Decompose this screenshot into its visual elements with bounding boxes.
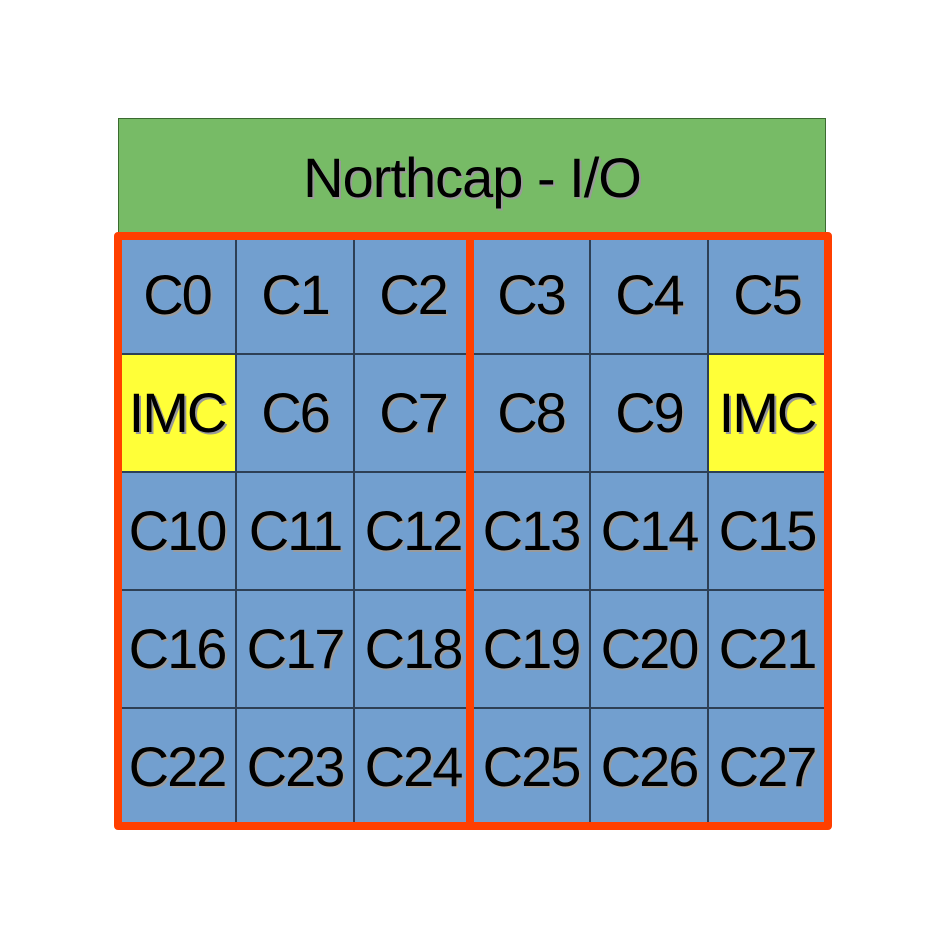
core-tile: C7: [354, 354, 472, 472]
imc-tile: IMC: [708, 354, 826, 472]
tile-label: C20: [600, 617, 700, 680]
core-tile: C26: [590, 708, 708, 826]
core-tile: C24: [354, 708, 472, 826]
core-tile: C25: [472, 708, 590, 826]
tile-label: C18: [364, 617, 464, 680]
core-tile: C22: [118, 708, 236, 826]
core-tile: C10: [118, 472, 236, 590]
core-tile: C0: [118, 236, 236, 354]
core-tile: C21: [708, 590, 826, 708]
core-tile: C13: [472, 472, 590, 590]
tile-label: C11: [248, 499, 344, 562]
core-tile: C12: [354, 472, 472, 590]
core-tile: C27: [708, 708, 826, 826]
tile-label: C0: [143, 263, 213, 326]
core-tile: C15: [708, 472, 826, 590]
core-tile: C16: [118, 590, 236, 708]
core-tile: C14: [590, 472, 708, 590]
tile-label: C19: [482, 617, 582, 680]
tile-label: C26: [600, 735, 700, 798]
tile-label: C15: [718, 499, 818, 562]
tile-label: C13: [482, 499, 582, 562]
tile-label: C22: [128, 735, 228, 798]
tile-label: C10: [128, 499, 228, 562]
tile-label: C24: [364, 735, 464, 798]
tile-label: C14: [600, 499, 700, 562]
core-tile: C3: [472, 236, 590, 354]
tile-label: C17: [246, 617, 346, 680]
tile-label: IMC: [128, 381, 228, 444]
core-tile: C4: [590, 236, 708, 354]
tile-label: C25: [482, 735, 582, 798]
core-tile: C11: [236, 472, 354, 590]
core-tile: C6: [236, 354, 354, 472]
tile-label: IMC: [718, 381, 818, 444]
header-title: Northcap - I/O: [303, 145, 642, 209]
tile-label: C23: [246, 735, 346, 798]
tile-label: C1: [261, 263, 331, 326]
tile-label: C7: [379, 381, 449, 444]
tile-label: C4: [615, 263, 685, 326]
tile-label: C9: [615, 381, 685, 444]
tile-label: C2: [379, 263, 449, 326]
tile-label: C21: [718, 617, 818, 680]
imc-tile: IMC: [118, 354, 236, 472]
core-tile: C9: [590, 354, 708, 472]
northcap-io-block: Northcap - I/O: [118, 118, 826, 236]
core-tile: C19: [472, 590, 590, 708]
tile-label: C16: [128, 617, 228, 680]
tile-label: C3: [497, 263, 567, 326]
tile-label: C8: [497, 381, 567, 444]
core-tile: C18: [354, 590, 472, 708]
tile-label: C5: [733, 263, 803, 326]
tile-label: C6: [261, 381, 331, 444]
core-tile: C1: [236, 236, 354, 354]
core-tile: C17: [236, 590, 354, 708]
core-tile: C5: [708, 236, 826, 354]
core-tile: C20: [590, 590, 708, 708]
tile-label: C12: [364, 499, 464, 562]
core-tile: C2: [354, 236, 472, 354]
core-tile: C8: [472, 354, 590, 472]
core-tile: C23: [236, 708, 354, 826]
tile-label: C27: [718, 735, 818, 798]
